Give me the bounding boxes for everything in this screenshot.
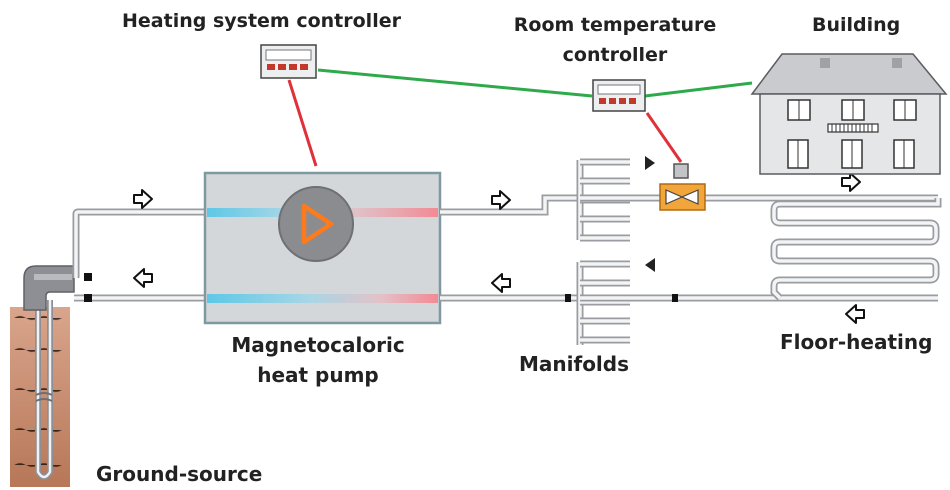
flow-arrow-icon [133, 189, 153, 209]
manifolds-label: Manifolds [519, 352, 630, 376]
building-balcony [827, 123, 879, 133]
building-icon [750, 53, 948, 175]
ground-source-label: Ground-source [96, 462, 263, 486]
flow-arrow-icon [491, 273, 511, 293]
signal-lines [287, 68, 753, 167]
building-roof [750, 53, 948, 95]
pump-icon [278, 186, 354, 262]
red-line-rtc-valve [645, 112, 683, 163]
building-chimney [892, 58, 902, 68]
floor-heating-label: Floor-heating [780, 330, 933, 354]
ground-source [10, 265, 75, 487]
red-line-hsc-pump [287, 79, 318, 167]
heat-pump [203, 171, 442, 325]
floor-supply-return-pipes [580, 194, 938, 302]
green-line-hsc-rtc [317, 68, 593, 98]
flow-arrow-icon [845, 304, 865, 324]
heat-pump-bottom-pipe [207, 294, 438, 303]
green-line-rtc-building [644, 81, 753, 98]
flow-arrow-icon [491, 190, 511, 210]
building-label: Building [812, 14, 901, 36]
heating-system-controller-label: Heating system controller [122, 10, 401, 32]
flow-arrow-icon [133, 268, 153, 288]
heat-pump-label-line1: Magnetocaloric [231, 333, 405, 357]
room-temperature-controller-line2: controller [562, 44, 668, 66]
heat-pump-label: Magnetocaloric heat pump [218, 330, 418, 390]
controller-icon [260, 44, 317, 79]
flow-arrows [133, 172, 865, 324]
heat-pump-label-line2: heat pump [257, 363, 379, 387]
room-temperature-controller-label: Room temperature controller [495, 10, 735, 70]
ground-pipes [72, 208, 205, 302]
manifold-bottom-marker [645, 258, 655, 272]
pump-to-manifold-pipes [440, 194, 580, 302]
manifold-top-marker [645, 156, 655, 170]
building-chimney [820, 58, 830, 68]
controller-icon [592, 79, 646, 112]
valve-icon [659, 163, 706, 211]
room-temperature-controller-line1: Room temperature [513, 14, 717, 36]
floor-heating-coil [770, 198, 942, 301]
flow-arrow-icon [841, 172, 861, 192]
manifold-bottom [576, 258, 655, 345]
